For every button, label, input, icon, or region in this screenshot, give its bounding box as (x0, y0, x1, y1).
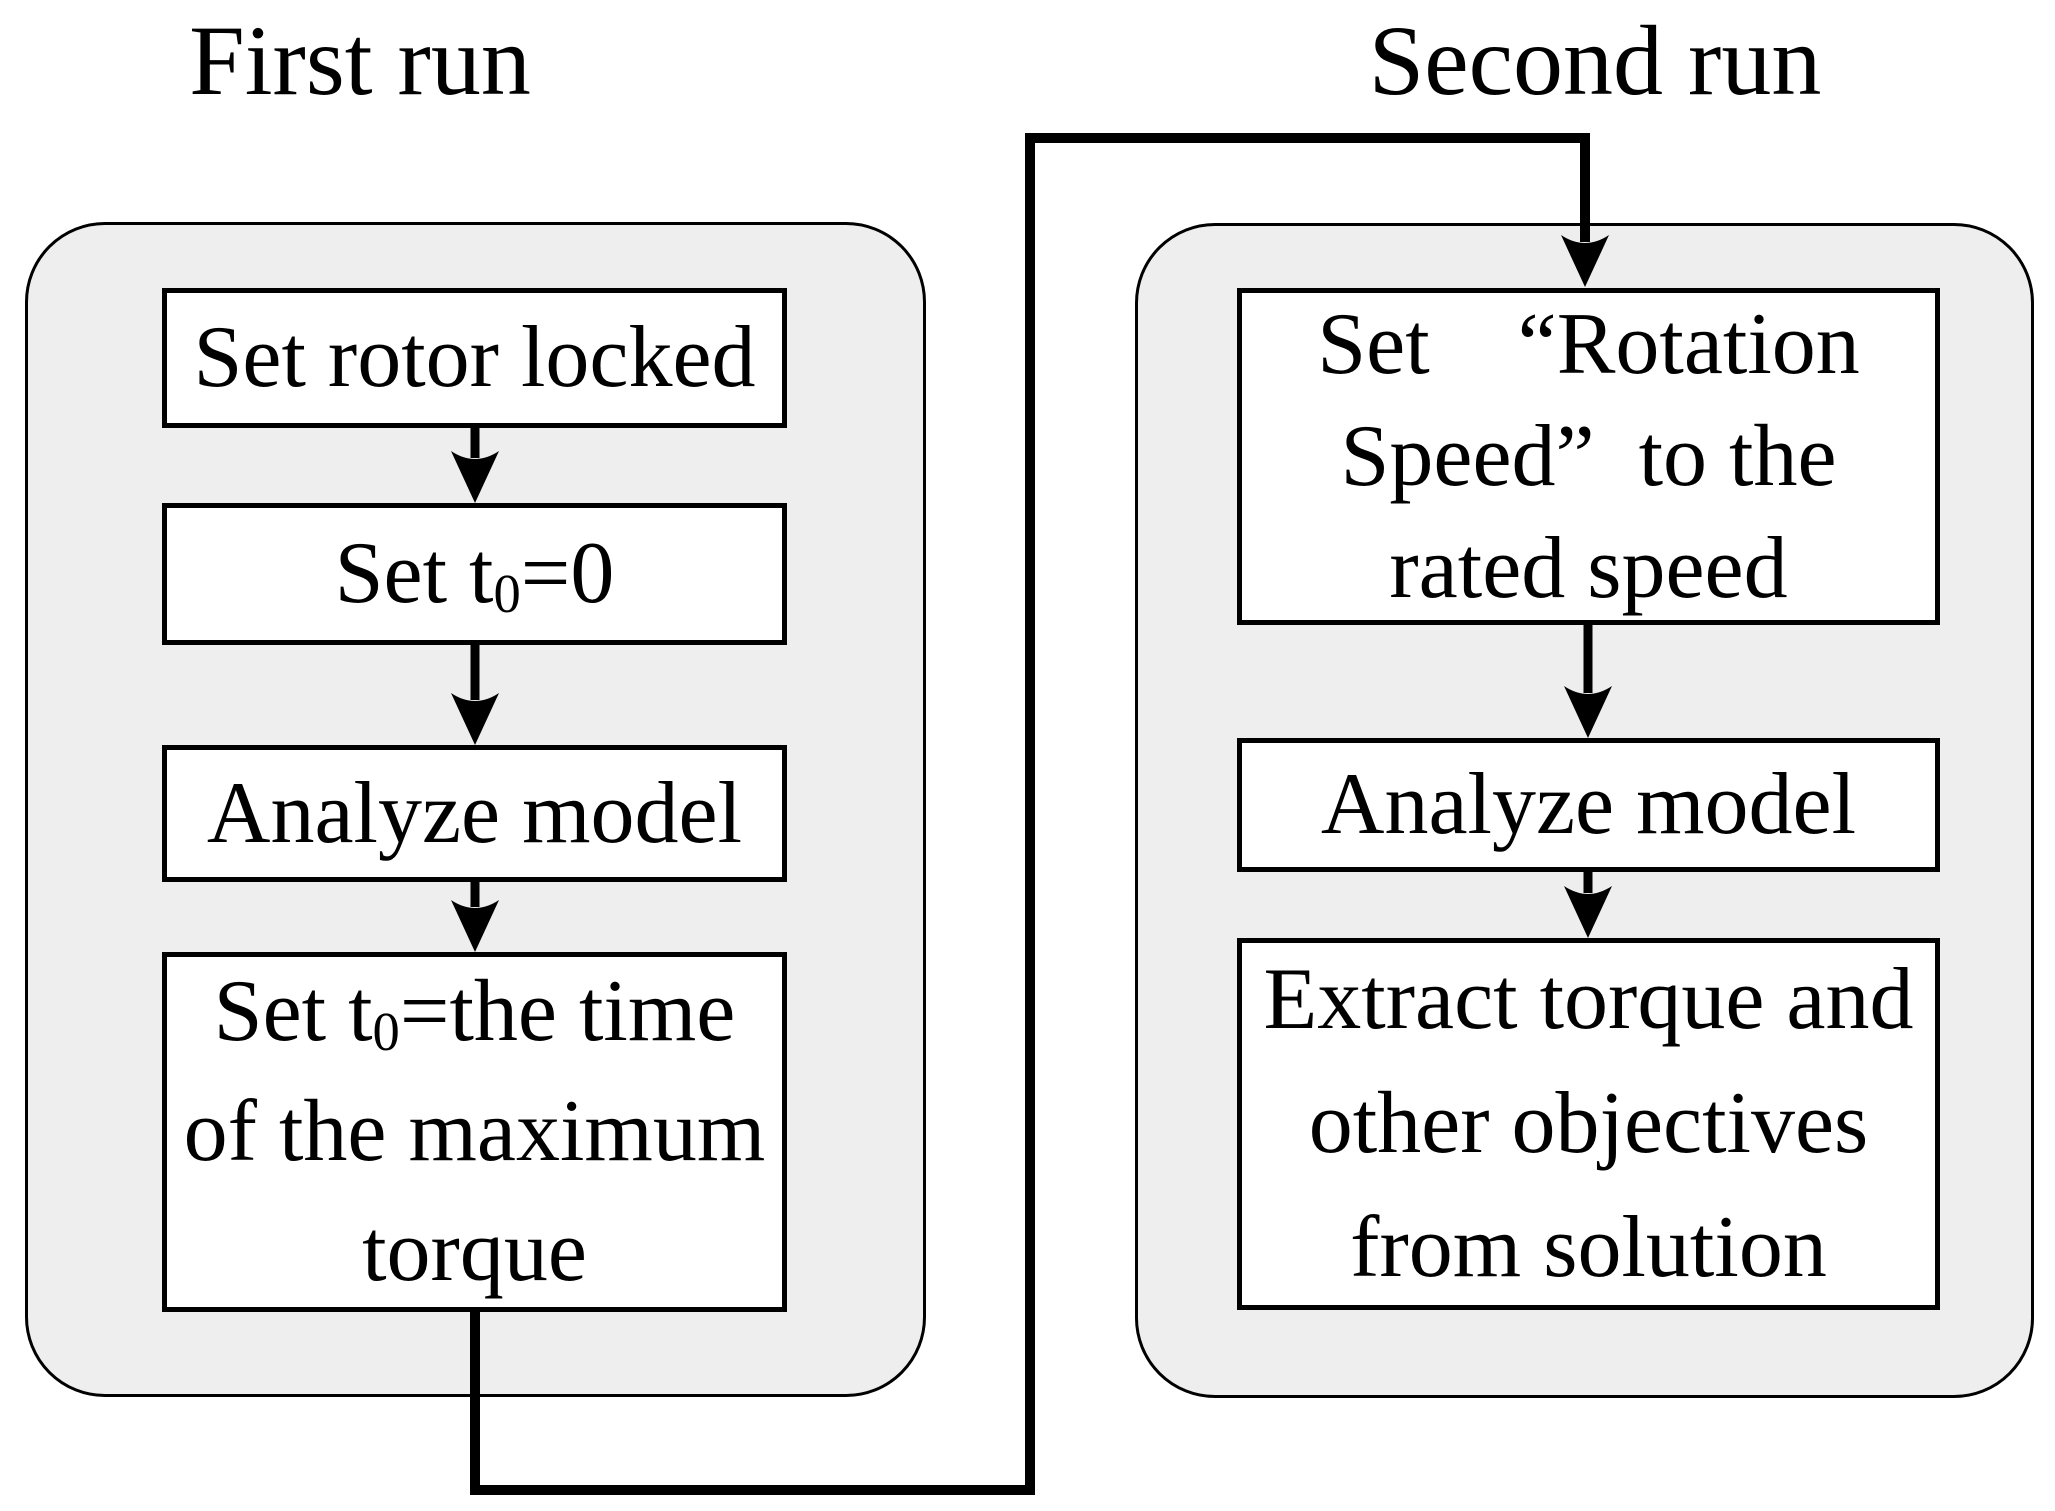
step-set-rotor-locked: Set rotor locked (162, 288, 787, 428)
step-line-3: torque (362, 1203, 587, 1300)
step-line-1: Set t0=the time (214, 952, 736, 1072)
step-line-2: other objectives (1308, 1075, 1869, 1172)
step-label: Set t0=0 (335, 519, 615, 629)
step-label: Analyze model (1320, 756, 1857, 853)
step-line-2: Speed” to the (1340, 407, 1837, 505)
subscript-0: 0 (493, 562, 521, 624)
text-suffix: =0 (520, 525, 615, 622)
step-line-1: Set “Rotation (1317, 295, 1860, 393)
second-run-title: Second run (1368, 5, 1822, 116)
step-analyze-model-second: Analyze model (1237, 738, 1940, 872)
step-line-3: rated speed (1389, 519, 1788, 617)
text-prefix: Set t (334, 525, 494, 622)
step-line-1: Extract torque and (1263, 951, 1914, 1048)
step-line-3: from solution (1350, 1199, 1827, 1296)
step-label: Analyze model (206, 764, 743, 862)
first-run-title: First run (189, 5, 531, 116)
subscript-0: 0 (372, 1000, 400, 1062)
text-suffix: =the time (399, 963, 736, 1060)
step-set-t0-zero: Set t0=0 (162, 503, 787, 645)
step-analyze-model-first: Analyze model (162, 745, 787, 882)
step-set-rotation-speed: Set “Rotation Speed” to the rated speed (1237, 288, 1940, 625)
step-set-t0-max-torque-time: Set t0=the time of the maximum torque (162, 952, 787, 1312)
step-line-2: of the maximum (183, 1083, 766, 1180)
step-label: Set rotor locked (193, 309, 756, 406)
step-extract-torque: Extract torque and other objectives from… (1237, 938, 1940, 1310)
text-prefix: Set t (213, 963, 373, 1060)
